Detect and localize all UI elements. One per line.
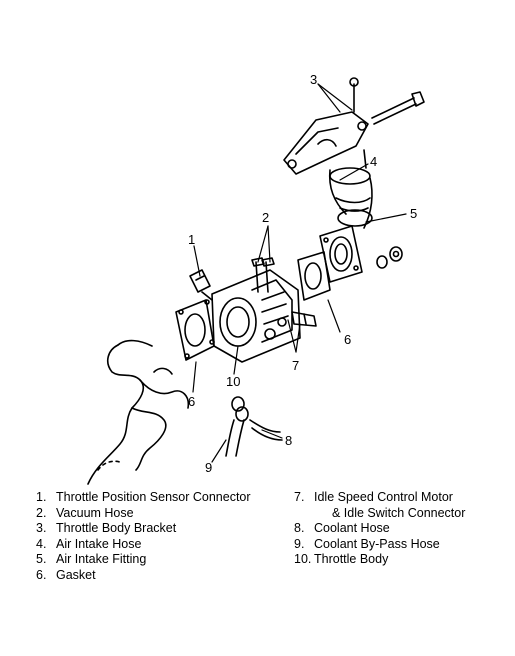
callout-7: 7 [292, 358, 299, 373]
legend-right-column: 7.Idle Speed Control Motor & Idle Switch… [294, 490, 504, 568]
legend-item: 5.Air Intake Fitting [36, 552, 147, 566]
legend-item-continuation: & Idle Switch Connector [332, 505, 466, 520]
coolant-hoses [225, 396, 283, 457]
legend-item: 1.Throttle Position Sensor Connector [36, 490, 251, 504]
callout-6-lower: 6 [188, 394, 195, 409]
legend-item: 6.Gasket [36, 567, 96, 582]
isc-connector [291, 311, 317, 327]
throttle-body [211, 269, 301, 363]
air-intake-hose [328, 167, 373, 229]
vacuum-hose [251, 257, 275, 293]
callout-6-upper: 6 [344, 332, 351, 347]
callout-4: 4 [370, 154, 377, 169]
legend-item: 2.Vacuum Hose [36, 505, 134, 520]
legend-item: 7.Idle Speed Control Motor [294, 490, 453, 504]
legend-item: 8.Coolant Hose [294, 521, 390, 535]
callout-2: 2 [262, 210, 269, 225]
legend-item: 9.Coolant By-Pass Hose [294, 536, 440, 551]
bracket-bolts [349, 77, 425, 169]
callout-1: 1 [188, 232, 195, 247]
callout-9: 9 [205, 460, 212, 475]
legend-item: 4.Air Intake Hose [36, 536, 142, 551]
tps-connector [189, 269, 213, 301]
legend-item: 10.Throttle Body [294, 552, 389, 566]
legend-item: 3.Throttle Body Bracket [36, 521, 177, 535]
callout-10: 10 [226, 374, 240, 389]
throttle-body-exploded-diagram: 1 2 3 4 5 6 6 7 8 9 10 [87, 72, 425, 485]
air-intake-fitting [319, 225, 363, 283]
throttle-body-bracket [283, 111, 369, 175]
bolts-right [376, 246, 403, 269]
callout-5: 5 [410, 206, 417, 221]
gasket-lower [175, 299, 215, 361]
legend-left-column: 1.Throttle Position Sensor Connector 2.V… [36, 490, 286, 583]
callout-8: 8 [285, 433, 292, 448]
gasket-upper [297, 251, 331, 301]
intake-manifold [87, 339, 190, 485]
callout-3: 3 [310, 72, 317, 87]
leader-lines [192, 83, 407, 463]
